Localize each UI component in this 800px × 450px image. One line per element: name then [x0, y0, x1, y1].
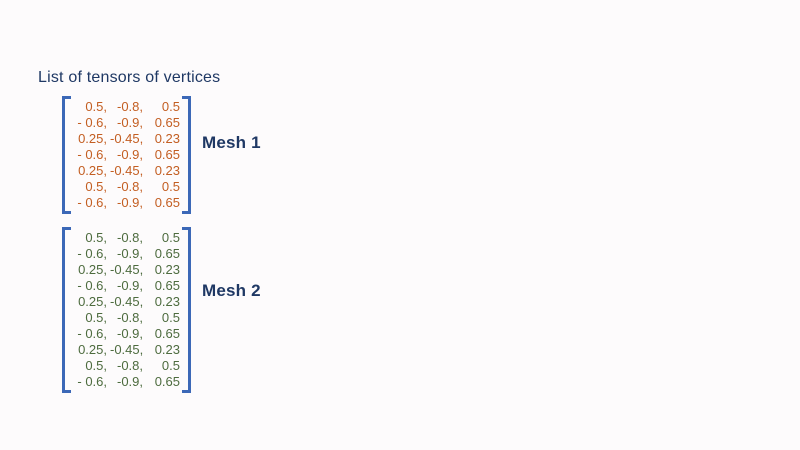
matrix-cell: 0.65: [154, 195, 180, 210]
matrix-cell: -0.9,: [116, 278, 143, 293]
matrix-cell: -0.9,: [116, 374, 143, 389]
matrix-cell: 0.5,: [85, 99, 107, 114]
matrix-cell: 0.25,: [78, 294, 107, 309]
matrix-cell: - 0.6,: [77, 326, 107, 341]
matrix-cell: -0.8,: [116, 99, 143, 114]
matrix-cell: -0.45,: [110, 163, 144, 178]
matrix-cell: -0.45,: [110, 262, 144, 277]
matrix-cell: 0.23: [154, 262, 180, 277]
matrix-cell: -0.45,: [110, 294, 144, 309]
matrix-cell: 0.65: [154, 115, 180, 130]
page-title: List of tensors of vertices: [38, 69, 221, 86]
matrix-cell: 0.5,: [85, 310, 107, 325]
matrix-cell: -0.8,: [116, 179, 143, 194]
matrix-cell: - 0.6,: [77, 115, 107, 130]
matrix-cell: -0.8,: [116, 310, 143, 325]
matrix-cell: -0.9,: [116, 147, 143, 162]
matrix-cell: 0.23: [154, 131, 180, 146]
matrix-cell: 0.5: [161, 99, 180, 114]
right-bracket: [182, 96, 191, 214]
matrix-cell: 0.23: [154, 294, 180, 309]
mesh-2-label: Mesh 2: [202, 281, 261, 300]
matrix-cell: -0.8,: [116, 358, 143, 373]
matrix-cell: - 0.6,: [77, 147, 107, 162]
matrix-cell: -0.8,: [116, 230, 143, 245]
matrix-cell: 0.25,: [78, 262, 107, 277]
matrix-cell: 0.23: [154, 342, 180, 357]
matrix-cell: 0.25,: [78, 342, 107, 357]
matrix-cell: 0.25,: [78, 131, 107, 146]
matrix-cell: 0.5,: [85, 179, 107, 194]
matrix-cell: 0.65: [154, 374, 180, 389]
matrix-cell: -0.9,: [116, 326, 143, 341]
matrix-cell: 0.65: [154, 278, 180, 293]
matrix-cell: 0.65: [154, 147, 180, 162]
matrix-cell: -0.9,: [116, 115, 143, 130]
matrix-cell: 0.25,: [78, 163, 107, 178]
matrix-cell: - 0.6,: [77, 246, 107, 261]
matrix-cell: -0.45,: [110, 342, 144, 357]
left-bracket: [62, 96, 71, 214]
matrix-cell: 0.23: [154, 163, 180, 178]
matrix-cell: -0.45,: [110, 131, 144, 146]
matrix-cell: 0.5: [161, 230, 180, 245]
left-bracket: [62, 227, 71, 393]
matrix-cell: 0.65: [154, 326, 180, 341]
matrix-cell: -0.9,: [116, 195, 143, 210]
matrix-cell: 0.5,: [85, 358, 107, 373]
matrix-cell: -0.9,: [116, 246, 143, 261]
matrix-cell: 0.5: [161, 310, 180, 325]
matrix-cell: 0.5: [161, 358, 180, 373]
matrix-cell: 0.65: [154, 246, 180, 261]
matrix-cell: 0.5,: [85, 230, 107, 245]
matrix-cell: - 0.6,: [77, 374, 107, 389]
mesh-1-label: Mesh 1: [202, 133, 261, 152]
matrix-cell: 0.5: [161, 179, 180, 194]
right-bracket: [182, 227, 191, 393]
matrix-cell: - 0.6,: [77, 278, 107, 293]
matrix-cell: - 0.6,: [77, 195, 107, 210]
